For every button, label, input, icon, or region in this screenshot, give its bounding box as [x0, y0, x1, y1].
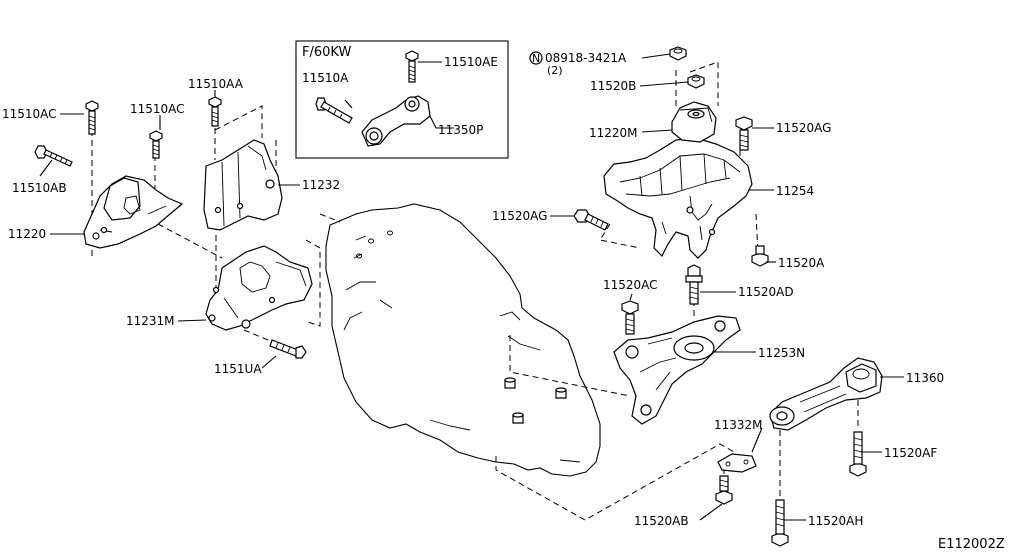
- n-prefix-letter: N: [532, 52, 540, 65]
- label-11332M: 11332M: [714, 418, 763, 432]
- label-11520AB: 11520AB: [634, 514, 689, 528]
- bolt-11520AG-top: [735, 116, 753, 151]
- label-11510AC-left: 11510AC: [2, 107, 57, 121]
- inset-f60kw: [295, 40, 509, 159]
- label-11231M: 11231M: [126, 314, 175, 328]
- label-11510AB: 11510AB: [12, 181, 67, 195]
- bracket-11231M: [205, 245, 313, 331]
- label-11510AC-mid: 11510AC: [130, 102, 185, 116]
- label-11350P: 11350P: [438, 123, 483, 137]
- label-11360: 11360: [906, 371, 944, 385]
- label-11510AE: 11510AE: [444, 55, 498, 69]
- bracket-11332M: [717, 453, 757, 473]
- label-11510AA: 11510AA: [188, 77, 244, 91]
- label-11520AF: 11520AF: [884, 446, 937, 460]
- label-11520AG-left: 11520AG: [492, 209, 547, 223]
- bolt-11510AA: [208, 96, 222, 127]
- bolt-1151UA: [269, 339, 307, 359]
- inset-title: F/60KW: [302, 45, 351, 60]
- bolt-11510AC-mid: [149, 130, 163, 159]
- label-1151UA: 1151UA: [214, 362, 262, 376]
- bolt-11520A: [751, 245, 769, 267]
- part-labels: 11510AC 11510AC 11510AA 11510AB 11220 11…: [2, 45, 1005, 552]
- label-11510A: 11510A: [302, 71, 349, 85]
- bracket-11254: [603, 137, 753, 259]
- bracket-11253N: [613, 315, 741, 425]
- diagram-code: E112002Z: [938, 537, 1005, 552]
- callout-leaders: [39, 53, 904, 521]
- engine-block: [325, 203, 601, 477]
- rod-11360: [769, 357, 883, 431]
- bolt-11510AC-left: [85, 100, 99, 135]
- label-11520AD: 11520AD: [738, 285, 794, 299]
- label-11520B: 11520B: [590, 79, 636, 93]
- nut-08918-3421A: [669, 46, 687, 61]
- stud-11520AD: [685, 264, 703, 305]
- label-11520AC: 11520AC: [603, 278, 658, 292]
- bolt-11520AB: [715, 475, 733, 505]
- bracket-11232: [203, 139, 283, 231]
- label-11520AH: 11520AH: [808, 514, 863, 528]
- label-08918-3421A: 08918-3421A: [545, 51, 627, 65]
- label-11220: 11220: [8, 227, 46, 241]
- label-11232: 11232: [302, 178, 340, 192]
- mount-11220: [83, 175, 184, 249]
- label-11520AG-top: 11520AG: [776, 121, 831, 135]
- bolt-11520AC: [621, 300, 639, 335]
- label-08918-qty: (2): [547, 64, 563, 77]
- label-11254: 11254: [776, 184, 814, 198]
- nut-11520B: [687, 74, 705, 89]
- label-11520A: 11520A: [778, 256, 825, 270]
- mount-11220M: [671, 101, 717, 143]
- label-11220M: 11220M: [589, 126, 638, 140]
- n-prefix-circle: [529, 51, 543, 65]
- label-11253N: 11253N: [758, 346, 805, 360]
- bolt-11510AB: [34, 145, 73, 167]
- bolt-11520AG-left: [573, 209, 609, 231]
- bolt-11520AF: [849, 431, 867, 477]
- bolt-11520AH: [771, 499, 789, 547]
